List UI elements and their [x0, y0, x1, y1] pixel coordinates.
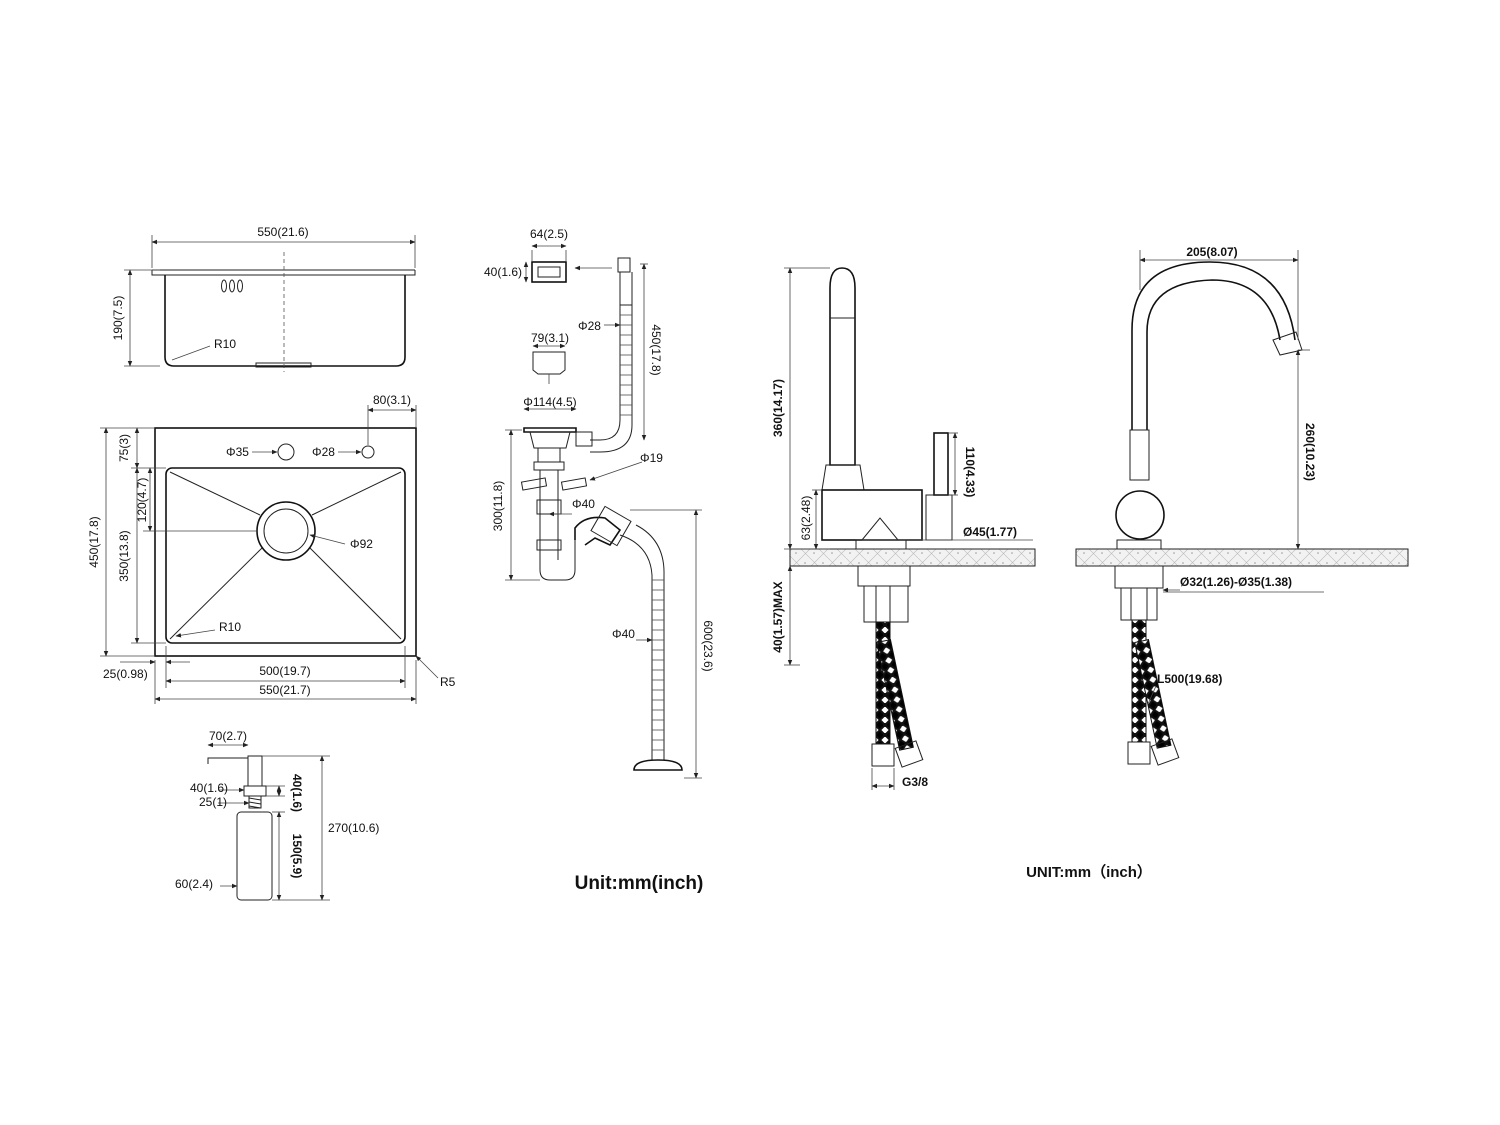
inlet-diameter-label: Φ19 [640, 451, 663, 465]
soap-dispenser-drawing [207, 742, 330, 901]
collar-label: 25(1) [199, 795, 227, 809]
head-vertical-label: 40(1.6) [290, 774, 304, 812]
inner-radius-label: R10 [219, 620, 241, 634]
basket-diameter-label: Φ114(4.5) [523, 395, 576, 409]
bottle-height-label: 150(5.9) [290, 834, 304, 879]
pipe-diameter-label: Φ40 [572, 497, 595, 511]
hole-offset-label: 80(3.1) [373, 393, 411, 407]
sink-top-depth-label: 190(7.5) [111, 296, 125, 341]
sink-plan-view [100, 405, 439, 704]
faucet-front-view [1075, 250, 1409, 766]
faucet-side-view [784, 267, 1036, 790]
strainer-width-label: 79(3.1) [531, 331, 569, 345]
outlet-diameter-label: Φ40 [612, 627, 635, 641]
total-length-label: 600(23.6) [701, 620, 715, 671]
base-diameter-label: Ø45(1.77) [963, 525, 1017, 539]
spout-height-label: 260(10.23) [1303, 423, 1317, 481]
inner-height-label: 350(13.8) [117, 530, 131, 581]
top-margin-label: 75(3) [117, 434, 131, 462]
drain-kit-drawing [505, 243, 702, 779]
max-deck-label: 40(1.57)MAX [771, 581, 785, 652]
shank-diameter-label: Ø32(1.26)-Ø35(1.38) [1180, 575, 1292, 589]
head-label: 40(1.6) [190, 781, 228, 795]
hole2-diameter-label: Φ28 [312, 445, 335, 459]
unit-note-right: UNIT:mm（inch） [1026, 863, 1152, 881]
overall-height-label: 450(17.8) [87, 516, 101, 567]
hose-length-front-label: L500(19.68) [1157, 672, 1222, 686]
sink-top-width-label: 550(21.6) [257, 225, 308, 239]
drain-diameter-label: Φ92 [350, 537, 373, 551]
sink-top-radius-label: R10 [214, 337, 236, 351]
handle-height-label: 110(4.33) [963, 447, 977, 498]
bottle-diameter-label: 60(2.4) [175, 877, 213, 891]
inner-width-label: 500(19.7) [259, 664, 310, 678]
unit-note-left: Unit:mm(inch) [575, 873, 704, 894]
reach-label: 205(8.07) [1186, 245, 1237, 259]
hose-length-label: 450(17.8) [649, 324, 663, 375]
rim-width-label: 25(0.98) [103, 667, 148, 681]
overflow-height-label: 40(1.6) [484, 265, 522, 279]
trap-height-label: 300(11.8) [491, 481, 505, 531]
spout-length-label: 70(2.7) [209, 729, 247, 743]
sink-section-view [124, 235, 416, 372]
faucet-height-label: 360(14.17) [771, 379, 785, 437]
total-height-label: 270(10.6) [328, 821, 379, 835]
hose-diameter-label: Φ28 [578, 319, 601, 333]
thread-label: G3/8 [902, 775, 928, 789]
overflow-width-label: 64(2.5) [530, 227, 568, 241]
drain-offset-label: 120(4.7) [135, 478, 149, 523]
overall-width-label: 550(21.7) [259, 683, 310, 697]
base-height-label: 63(2.48) [799, 496, 813, 541]
hole1-diameter-label: Φ35 [226, 445, 249, 459]
corner-radius-label: R5 [440, 675, 456, 689]
